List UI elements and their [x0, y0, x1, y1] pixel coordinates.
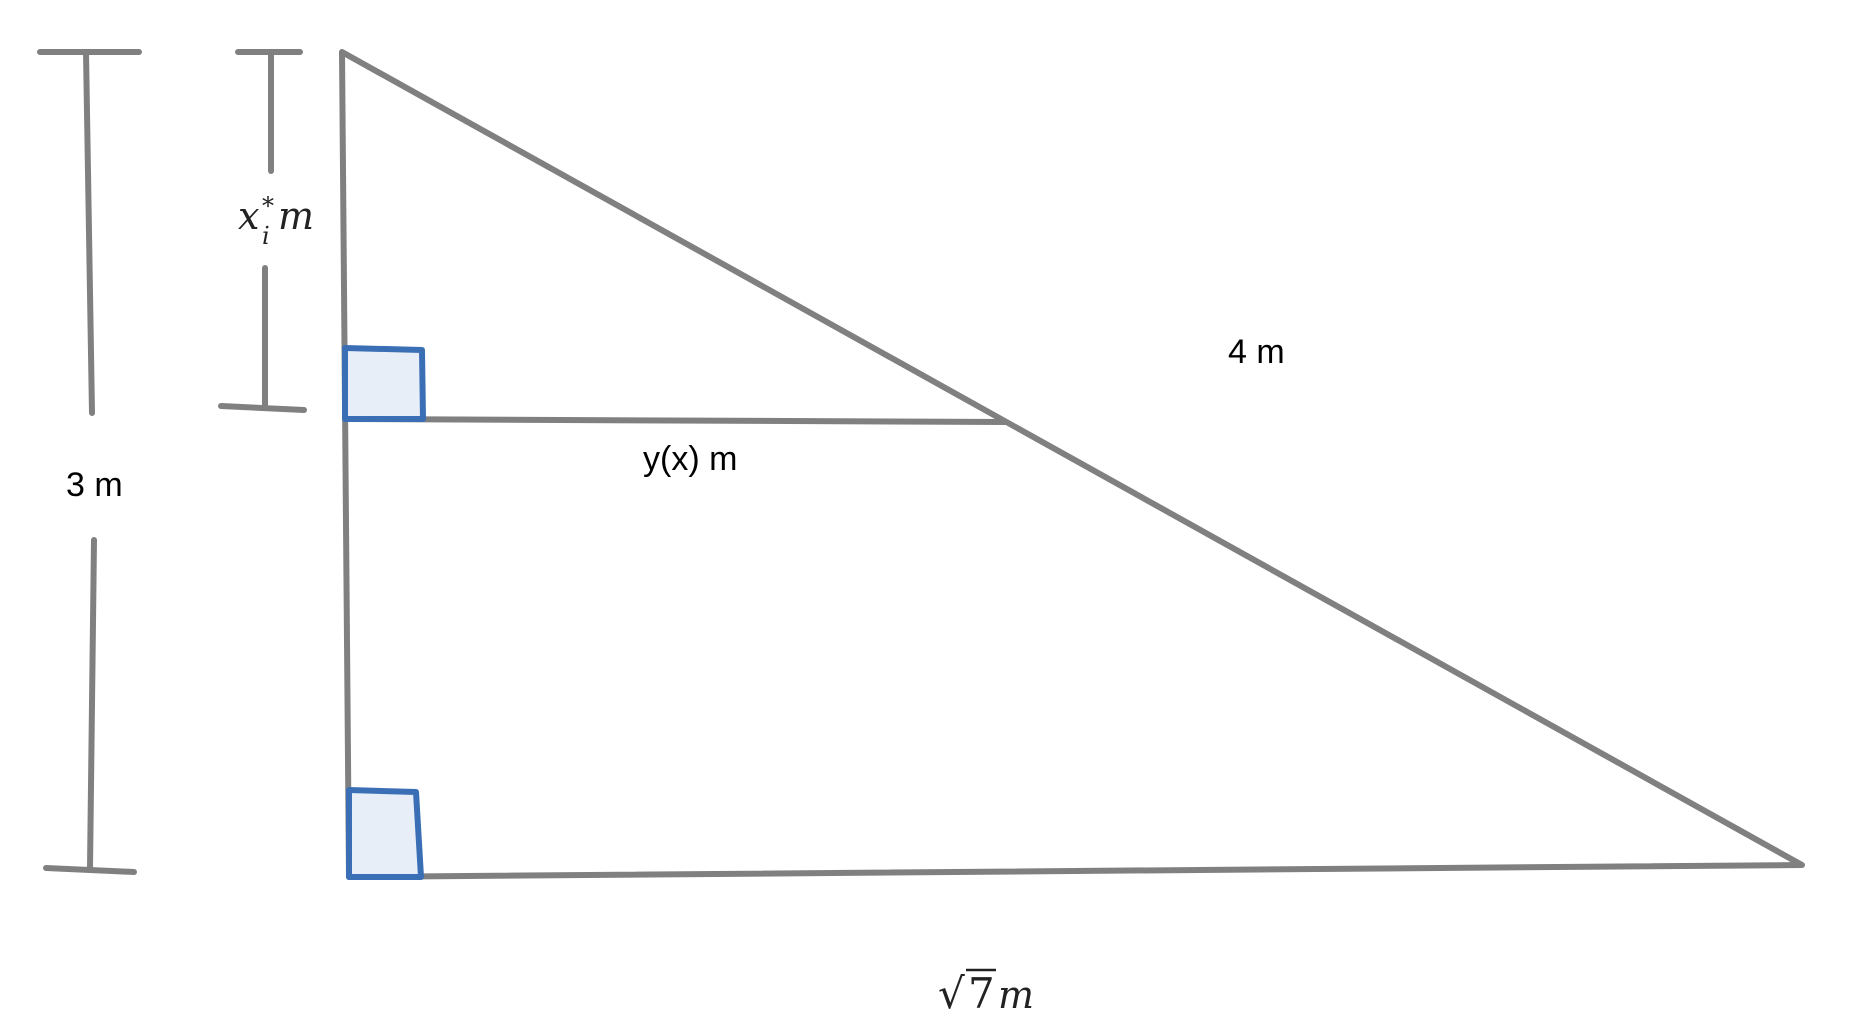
right-angle-marker-slice: [342, 345, 426, 422]
hypotenuse-label: 4 m: [1228, 333, 1285, 371]
slice-depth-unit: m: [278, 194, 314, 238]
base-label: √ 7 m: [938, 968, 1034, 1018]
horizontal-slice-line: [343, 416, 1008, 425]
slice-depth-subscript: i: [262, 222, 270, 250]
triangle-outline: [339, 49, 1805, 880]
right-angle-marker-base: [346, 787, 424, 880]
height-dimension-marker: [37, 49, 142, 875]
slice-width-label: y(x) m: [643, 440, 737, 478]
height-lower-bar: [87, 537, 97, 871]
slice-depth-superscript: *: [262, 192, 274, 220]
depth-bottom-tick: [218, 403, 307, 413]
height-bottom-tick: [43, 865, 137, 875]
height-upper-bar: [83, 49, 95, 416]
height-label: 3 m: [66, 466, 123, 504]
slice-depth-label: x * i m: [238, 192, 314, 250]
slice-depth-dimension-marker: [218, 49, 307, 413]
base-unit: m: [998, 973, 1034, 1017]
base-radicand: 7: [968, 969, 995, 1018]
slice-depth-base: x: [238, 194, 259, 238]
base-radical-sign: √: [938, 969, 965, 1018]
